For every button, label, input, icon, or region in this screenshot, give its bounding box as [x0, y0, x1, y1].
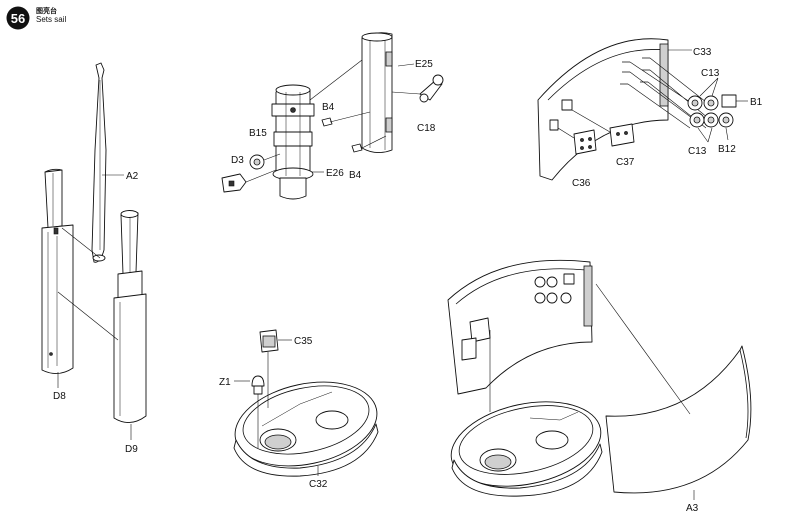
label-b4-top: B4 — [322, 102, 335, 113]
part-c36-block — [573, 129, 597, 155]
arrow-b4-top — [329, 111, 371, 123]
part-a3-panel — [605, 345, 752, 494]
part-b12-gauge — [718, 112, 734, 128]
label-e25: E25 — [415, 59, 433, 70]
part-c13-gauges-bottom — [689, 112, 719, 128]
label-a3: A3 — [686, 503, 699, 514]
panel-socket-left — [561, 99, 573, 111]
label-c35: C35 — [294, 336, 313, 347]
label-d9: D9 — [125, 444, 138, 455]
label-d3: D3 — [231, 155, 244, 166]
final-assembly-group: A3 — [447, 259, 752, 514]
panel-pins — [620, 57, 709, 129]
part-a2-antenna — [91, 62, 107, 263]
arrow-b15 — [263, 153, 281, 161]
arrow-c18 — [391, 91, 421, 95]
part-e26-tube — [271, 84, 315, 200]
label-z1: Z1 — [219, 377, 231, 388]
arrow-b4-bottom — [361, 135, 387, 149]
step-title-cn: 图亮台 — [36, 7, 57, 15]
part-d3-bracket — [221, 173, 247, 193]
label-d8: D8 — [53, 391, 66, 402]
part-d9-tube — [113, 210, 147, 423]
label-b12: B12 — [718, 144, 736, 155]
arrow-a3-to-panel — [595, 283, 691, 415]
part-c37-block — [609, 123, 635, 147]
mast-assembly-group: A2 D8 D9 — [41, 62, 147, 455]
arrow-c36 — [557, 127, 575, 139]
leader-c13-top — [699, 77, 719, 97]
panel-socket-lower — [549, 119, 559, 131]
part-c35-fitting — [259, 329, 279, 353]
label-b1: B1 — [750, 97, 763, 108]
part-d8-shell — [41, 168, 74, 374]
label-a2: A2 — [126, 171, 139, 182]
part-b1-box — [721, 94, 737, 108]
label-e26: E26 — [326, 168, 344, 179]
part-c32-base — [233, 381, 379, 477]
part-c33-panel — [537, 38, 669, 181]
leader-c13-bottom — [697, 127, 713, 143]
step-title-en: Sets sail — [36, 15, 67, 24]
label-c37: C37 — [616, 157, 635, 168]
part-z1-light — [251, 375, 265, 395]
curved-panel-group: C33 C13 B1 C13 B12 C37 C36 — [537, 38, 763, 189]
label-c18: C18 — [417, 123, 436, 134]
leader-e25 — [397, 63, 415, 67]
arrow-e26-to-e25 — [309, 59, 363, 101]
arrow-c37 — [571, 109, 611, 133]
assembled-base — [450, 401, 603, 497]
label-c13-bottom: C13 — [688, 146, 707, 157]
arrow-a2-to-d8 — [61, 227, 101, 259]
label-c36: C36 — [572, 178, 591, 189]
label-c32: C32 — [309, 479, 328, 490]
label-c33: C33 — [693, 47, 712, 58]
step-number-badge — [6, 6, 30, 30]
oval-base-group: C35 Z1 C32 — [219, 329, 379, 490]
label-c13-top: C13 — [701, 68, 720, 79]
arrow-d3 — [245, 169, 277, 183]
part-c13-gauges-top — [687, 95, 719, 111]
upper-tube-group: E25 B4 B15 C18 D3 E26 B4 — [221, 32, 444, 200]
step-number: 56 — [10, 10, 26, 26]
leader-b12 — [725, 127, 729, 141]
part-c18-fitting — [419, 74, 444, 103]
part-b4-pin-bottom — [351, 143, 363, 153]
assembled-panel — [447, 259, 593, 395]
part-e25-tube — [361, 32, 393, 153]
part-b4-pin-top — [321, 117, 333, 127]
arrow-d9-to-d8 — [57, 291, 119, 341]
label-b15: B15 — [249, 128, 267, 139]
label-b4-bottom: B4 — [349, 170, 362, 181]
part-b15-gear — [249, 154, 265, 170]
